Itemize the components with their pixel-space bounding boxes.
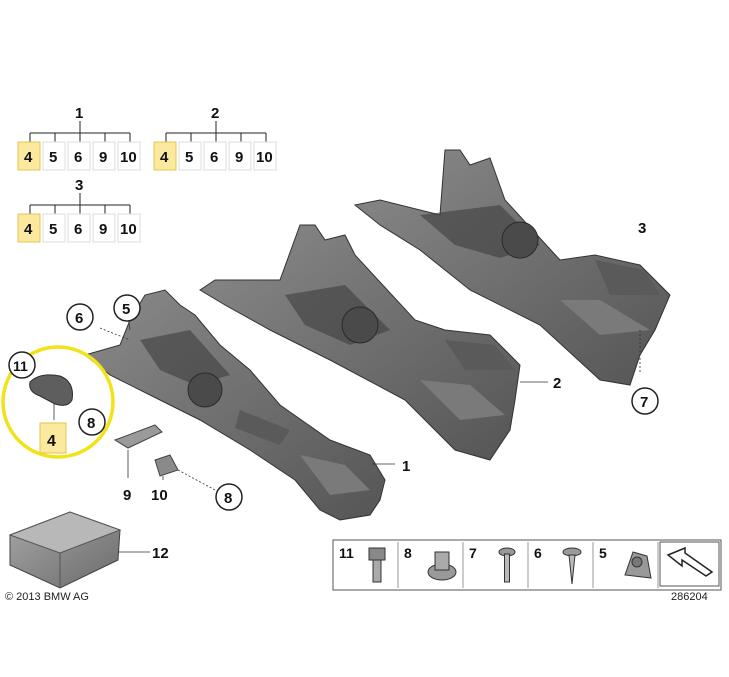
bom-child-label: 10 xyxy=(120,149,137,166)
svg-text:12: 12 xyxy=(152,545,169,562)
highlight-circle xyxy=(1,345,115,459)
box-part-12[interactable] xyxy=(8,511,150,589)
bom-parent-label: 2 xyxy=(211,105,219,122)
bom-child-label: 9 xyxy=(235,149,243,166)
screw-icon xyxy=(498,547,516,583)
center-console-3[interactable] xyxy=(353,149,671,386)
callout-2: 2 xyxy=(553,375,561,392)
bom-parent-label: 1 xyxy=(75,105,83,122)
hardware-legend: 11 8 7 6 5 xyxy=(332,539,722,591)
bom-child-label: 4 xyxy=(24,149,33,166)
callout-12: 12 xyxy=(152,545,169,562)
svg-text:4: 4 xyxy=(47,433,56,450)
legend-item-7: 7 xyxy=(469,542,529,588)
callout-10: 10 xyxy=(151,487,168,504)
bracket-part-9[interactable] xyxy=(113,424,163,478)
svg-text:6: 6 xyxy=(75,310,83,327)
center-console-2[interactable] xyxy=(199,224,548,461)
callout-5: 5 xyxy=(113,294,141,322)
bom-parent-label: 3 xyxy=(75,177,83,194)
svg-text:2: 2 xyxy=(553,375,561,392)
direction-arrow-icon xyxy=(659,541,720,587)
legend-number: 7 xyxy=(469,545,477,561)
legend-number: 8 xyxy=(404,545,412,561)
bom-child-label: 9 xyxy=(99,149,107,166)
bom-child-label: 6 xyxy=(74,149,82,166)
nut-icon xyxy=(427,551,457,581)
center-console-1[interactable] xyxy=(83,289,395,521)
bom-child-label: 9 xyxy=(99,221,107,238)
bom-child-label: 5 xyxy=(49,149,57,166)
callout-11: 11 xyxy=(8,351,36,379)
bom-child-label: 4 xyxy=(24,221,33,238)
bom-child-label: 6 xyxy=(74,221,82,238)
legend-number: 6 xyxy=(534,545,542,561)
callout-6: 6 xyxy=(66,303,94,331)
bom-child-label: 10 xyxy=(120,221,137,238)
self-tapping-screw-icon xyxy=(562,547,582,585)
svg-text:3: 3 xyxy=(638,220,646,237)
bom-child-label: 5 xyxy=(49,221,57,238)
clip-nut-icon xyxy=(624,551,652,579)
legend-number: 5 xyxy=(599,545,607,561)
callout-8b: 8 xyxy=(215,483,243,511)
callout-4: 4 xyxy=(39,422,67,454)
callout-9: 9 xyxy=(123,487,131,504)
svg-text:10: 10 xyxy=(151,487,168,504)
svg-text:5: 5 xyxy=(122,301,130,318)
diagram-id: 286204 xyxy=(671,591,708,603)
svg-text:8: 8 xyxy=(87,415,95,432)
legend-item-11: 11 xyxy=(339,542,399,588)
legend-item-8: 8 xyxy=(404,542,464,588)
svg-text:7: 7 xyxy=(640,394,648,411)
bom-child-label: 10 xyxy=(256,149,273,166)
svg-text:9: 9 xyxy=(123,487,131,504)
svg-text:11: 11 xyxy=(13,358,28,374)
callout-7: 7 xyxy=(631,387,659,415)
bom-child-label: 4 xyxy=(160,149,169,166)
bolt-icon xyxy=(368,547,386,583)
callout-8a: 8 xyxy=(78,408,106,436)
svg-text:8: 8 xyxy=(224,490,232,507)
legend-item-5: 5 xyxy=(599,542,659,588)
bom-child-label: 5 xyxy=(185,149,193,166)
legend-item-6: 6 xyxy=(534,542,594,588)
armrest-cover-part-4[interactable] xyxy=(29,374,73,420)
bracket-part-10[interactable] xyxy=(154,454,216,491)
bom-child-label: 6 xyxy=(210,149,218,166)
callout-3: 3 xyxy=(638,220,646,237)
svg-text:1: 1 xyxy=(402,458,410,475)
callout-1: 1 xyxy=(402,458,410,475)
copyright-text: © 2013 BMW AG xyxy=(5,591,89,603)
legend-number: 11 xyxy=(339,545,354,561)
